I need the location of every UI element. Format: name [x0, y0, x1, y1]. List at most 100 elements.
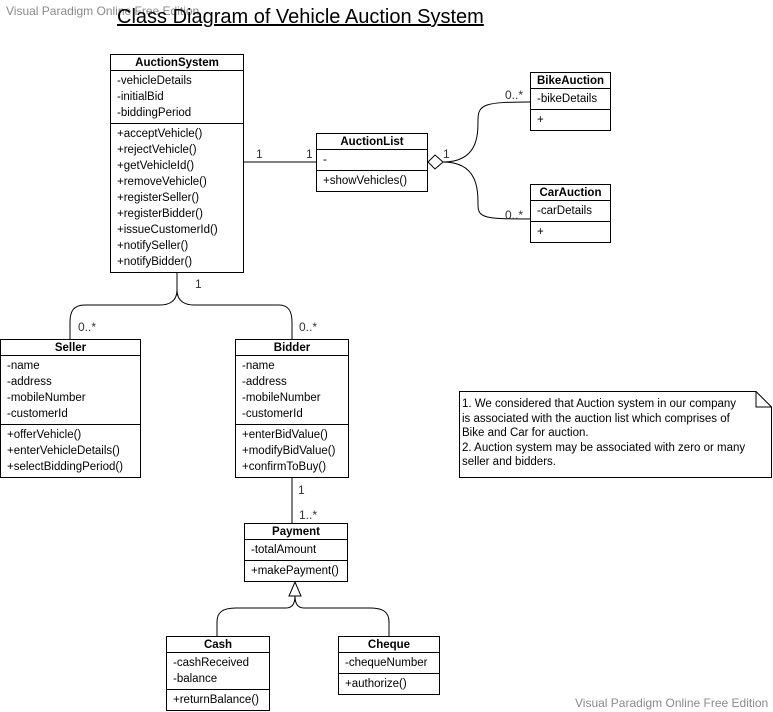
attribute: -totalAmount [251, 544, 317, 556]
attribute: - [323, 154, 327, 166]
class-name: AuctionList [317, 134, 427, 150]
operations-section: +showVehicles() [317, 170, 427, 191]
class-name: BikeAuction [531, 73, 610, 89]
watermark-top: Visual Paradigm Online Free Edition [6, 4, 200, 18]
diagram-title: Class Diagram of Vehicle Auction System [117, 6, 484, 28]
multiplicity-label: 0..* [505, 88, 524, 102]
attribute: -address [7, 376, 52, 388]
operation: +rejectVehicle() [117, 144, 197, 156]
operation: +makePayment() [251, 565, 339, 577]
operation: +removeVehicle() [117, 176, 207, 188]
generalization-cash [216, 595, 296, 636]
class-cash[interactable]: Cash -cashReceived -balance +returnBalan… [166, 636, 270, 711]
multiplicity-label: 1 [306, 147, 313, 161]
class-bidder[interactable]: Bidder -name -address -mobileNumber -cus… [235, 339, 349, 478]
multiplicity-label: 1 [256, 147, 263, 161]
note-line: is associated with the auction list whic… [462, 412, 730, 425]
class-name: Payment [245, 524, 347, 540]
operation: + [537, 114, 544, 126]
operations-section: + [531, 109, 610, 130]
attributes-section: -totalAmount [245, 540, 347, 560]
attribute: -name [7, 360, 40, 372]
class-auction-system[interactable]: AuctionSystem -vehicleDetails -initialBi… [110, 54, 244, 273]
attribute: -mobileNumber [7, 392, 86, 404]
class-name: Cash [167, 637, 269, 653]
operation: +acceptVehicle() [117, 128, 203, 140]
note: 1. We considered that Auction system in … [459, 391, 772, 478]
multiplicity-label: 1 [443, 147, 450, 161]
aggregation-list-car [442, 161, 531, 220]
attribute: -mobileNumber [242, 392, 321, 404]
note-line: Bike and Car for auction. [462, 427, 589, 439]
operation: +getVehicleId() [117, 160, 195, 172]
attributes-section: - [317, 150, 427, 170]
multiplicity-label: 1..* [299, 508, 318, 522]
operation: +offerVehicle() [7, 429, 82, 441]
note-line: 2. Auction system may be associated with… [462, 441, 746, 454]
class-bike-auction[interactable]: BikeAuction -bikeDetails + [530, 72, 611, 131]
note-shape [459, 391, 772, 478]
generalization-cheque [294, 595, 390, 636]
attribute: -balance [173, 673, 218, 685]
operations-section: +offerVehicle() +enterVehicleDetails() +… [1, 424, 140, 477]
operation: +authorize() [345, 678, 407, 690]
note-line: 1. We considered that Auction system in … [462, 398, 737, 410]
note-line: seller and bidders. [462, 456, 556, 468]
attributes-section: -name -address -mobileNumber -customerId [1, 356, 140, 424]
operation: +notifyBidder() [117, 256, 193, 268]
class-payment[interactable]: Payment -totalAmount +makePayment() [244, 523, 348, 582]
attribute: -cashReceived [173, 657, 250, 669]
class-name: CarAuction [531, 185, 610, 201]
attribute: -chequeNumber [345, 657, 428, 669]
operation: +selectBiddingPeriod() [7, 461, 124, 473]
multiplicity-label: 1 [298, 483, 305, 497]
class-name: Bidder [236, 340, 348, 356]
attribute: -customerId [242, 408, 303, 420]
operations-section: + [531, 221, 610, 242]
class-name: AuctionSystem [111, 55, 243, 71]
attributes-section: -bikeDetails [531, 89, 610, 109]
operation: + [537, 226, 544, 238]
operations-section: +makePayment() [245, 560, 347, 581]
operation: +notifySeller() [117, 240, 189, 252]
attribute: -customerId [7, 408, 68, 420]
watermark-bottom: Visual Paradigm Online Free Edition [575, 696, 769, 710]
attributes-section: -carDetails [531, 201, 610, 221]
class-auction-list[interactable]: AuctionList - +showVehicles() [316, 133, 428, 192]
multiplicity-label: 0..* [299, 320, 318, 334]
attribute: -vehicleDetails [117, 75, 192, 87]
multiplicity-label: 0..* [78, 320, 97, 334]
aggregation-diamond [427, 154, 444, 170]
class-name: Cheque [339, 637, 439, 653]
operation: +modifyBidValue() [242, 445, 336, 457]
attribute: -bikeDetails [537, 93, 598, 105]
attributes-section: -vehicleDetails -initialBid -biddingPeri… [111, 71, 243, 123]
class-seller[interactable]: Seller -name -address -mobileNumber -cus… [0, 339, 141, 478]
operation: +showVehicles() [323, 175, 408, 187]
attribute: -address [242, 376, 287, 388]
operations-section: +returnBalance() [167, 689, 269, 710]
association-system-seller [69, 270, 178, 340]
association-system-bidder [176, 289, 293, 340]
aggregation-list-bike [442, 101, 531, 163]
operations-section: +acceptVehicle() +rejectVehicle() +getVe… [111, 123, 243, 272]
generalization-arrowhead [288, 580, 302, 597]
class-cheque[interactable]: Cheque -chequeNumber +authorize() [338, 636, 440, 695]
multiplicity-label: 1 [195, 277, 202, 291]
operation: +issueCustomerId() [117, 224, 218, 236]
multiplicity-label: 0..* [505, 208, 524, 222]
attribute: -biddingPeriod [117, 107, 192, 119]
operation: +registerSeller() [117, 192, 200, 204]
operations-section: +authorize() [339, 673, 439, 694]
attributes-section: -chequeNumber [339, 653, 439, 673]
operation: +enterBidValue() [242, 429, 328, 441]
operation: +confirmToBuy() [242, 461, 327, 473]
operation: +enterVehicleDetails() [7, 445, 120, 457]
operation: +registerBidder() [117, 208, 203, 220]
attributes-section: -name -address -mobileNumber -customerId [236, 356, 348, 424]
class-car-auction[interactable]: CarAuction -carDetails + [530, 184, 611, 243]
attributes-section: -cashReceived -balance [167, 653, 269, 689]
attribute: -carDetails [537, 205, 592, 217]
note-text: 1. We considered that Auction system in … [462, 397, 762, 470]
